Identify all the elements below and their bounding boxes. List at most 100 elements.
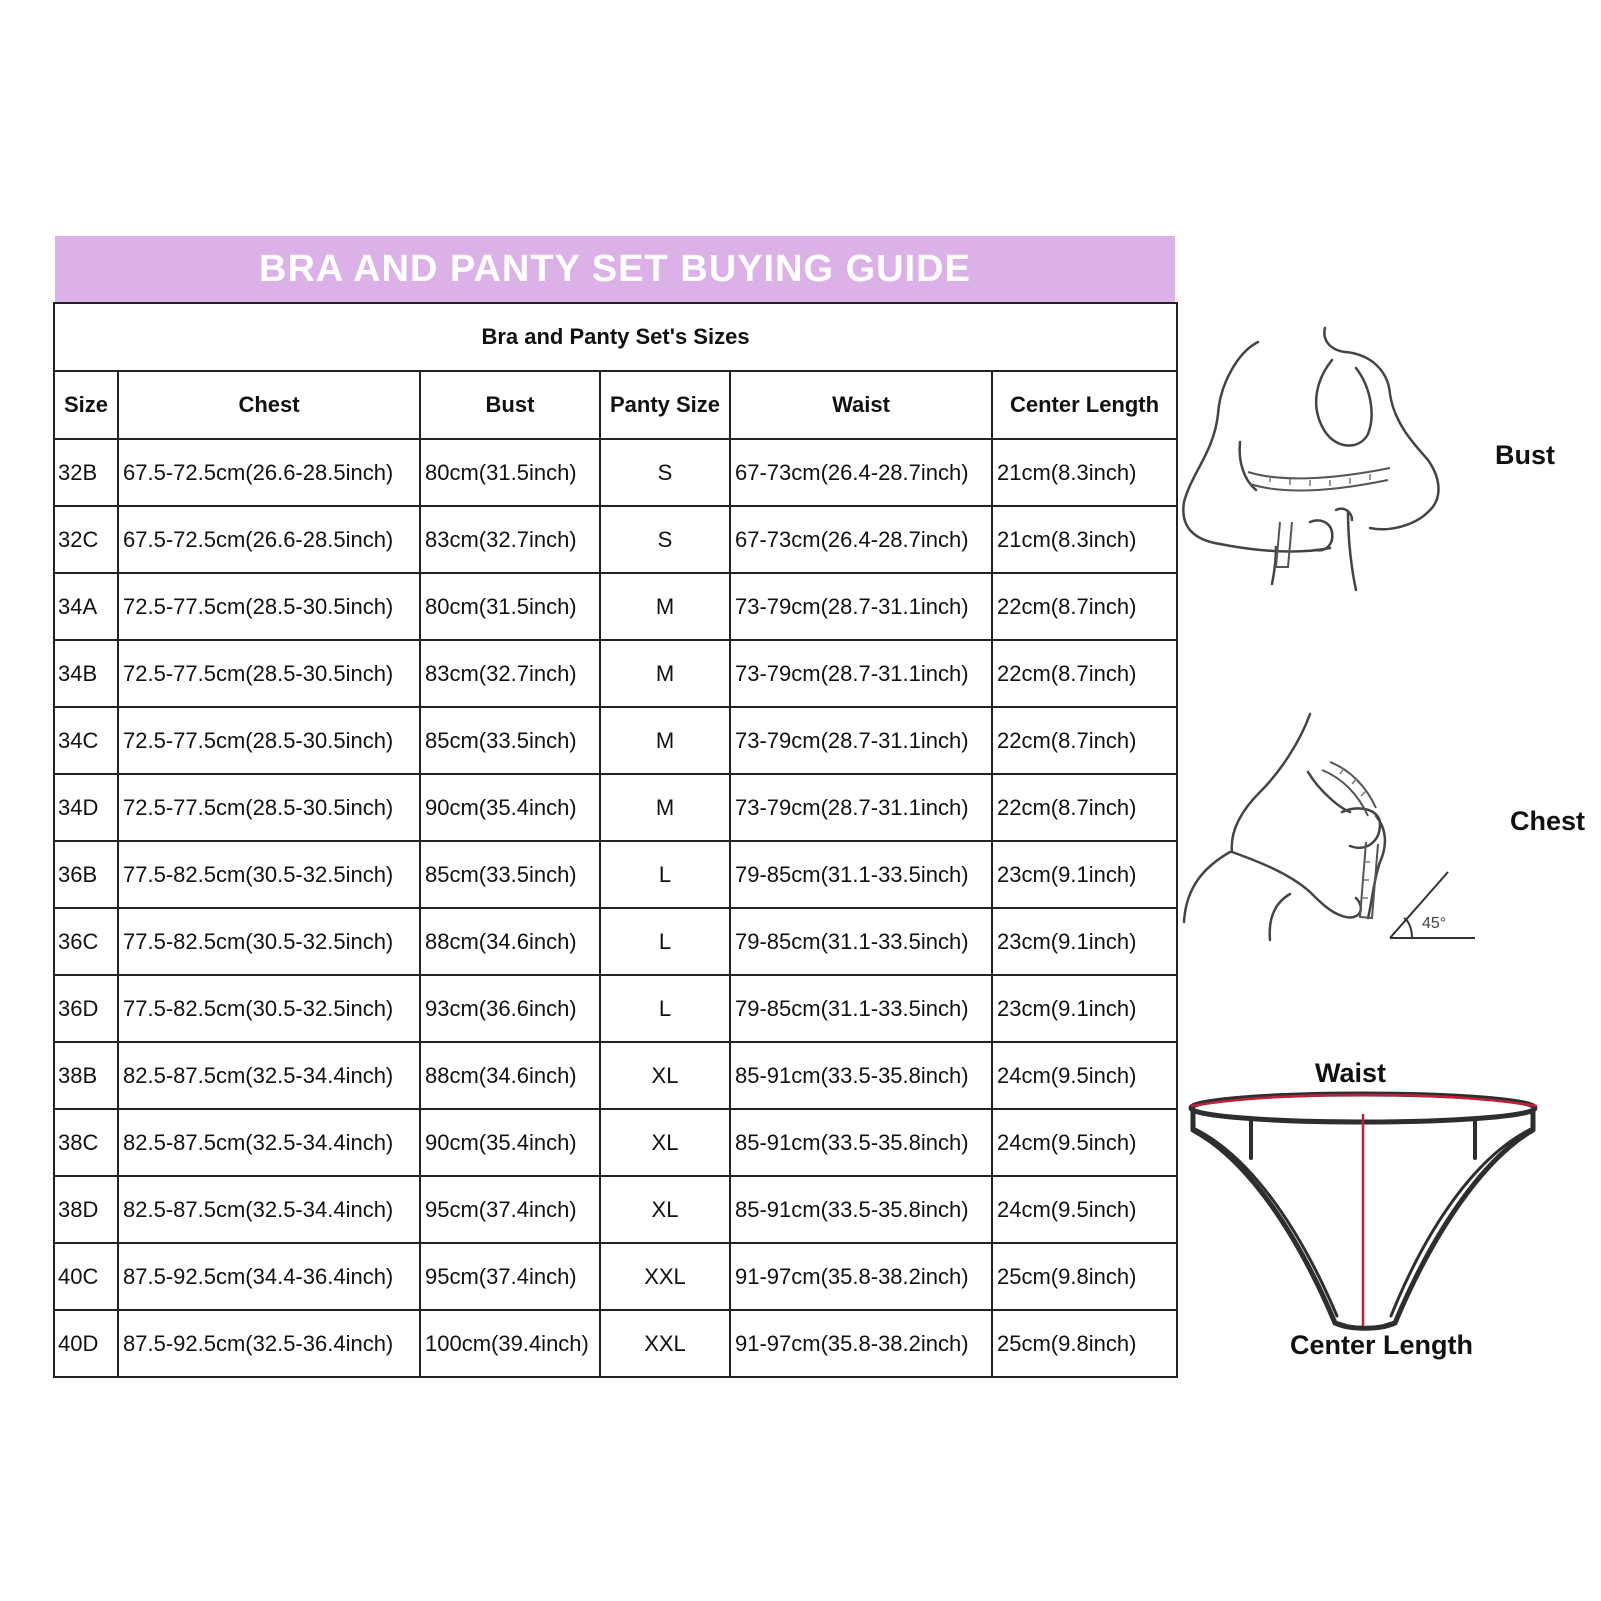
cell-bust: 85cm(33.5inch)	[419, 840, 601, 909]
cell-center-length: 25cm(9.8inch)	[990, 1242, 1179, 1311]
header-panty-size: Panty Size	[599, 370, 731, 440]
chest-measure-illustration: 45°	[1182, 712, 1475, 942]
cell-waist: 73-79cm(28.7-31.1inch)	[729, 572, 993, 641]
cell-center-length: 22cm(8.7inch)	[990, 706, 1179, 775]
cell-chest: 82.5-87.5cm(32.5-34.4inch)	[117, 1175, 421, 1244]
bust-measure-illustration	[1182, 326, 1440, 592]
cell-center-length: 24cm(9.5inch)	[990, 1175, 1179, 1244]
cell-bust: 80cm(31.5inch)	[419, 572, 601, 641]
cell-size: 32B	[53, 438, 119, 507]
cell-size: 40C	[53, 1242, 119, 1311]
cell-chest: 87.5-92.5cm(34.4-36.4inch)	[117, 1242, 421, 1311]
cell-chest: 67.5-72.5cm(26.6-28.5inch)	[117, 438, 421, 507]
cell-center-length: 22cm(8.7inch)	[990, 572, 1179, 641]
cell-center-length: 24cm(9.5inch)	[990, 1108, 1179, 1177]
cell-panty-size: L	[599, 840, 731, 909]
cell-panty-size: XL	[599, 1108, 731, 1177]
cell-panty-size: XL	[599, 1175, 731, 1244]
cell-size: 36C	[53, 907, 119, 976]
cell-bust: 88cm(34.6inch)	[419, 907, 601, 976]
cell-size: 38C	[53, 1108, 119, 1177]
cell-waist: 85-91cm(33.5-35.8inch)	[729, 1041, 993, 1110]
header-chest: Chest	[117, 370, 421, 440]
cell-waist: 79-85cm(31.1-33.5inch)	[729, 840, 993, 909]
cell-panty-size: S	[599, 438, 731, 507]
cell-bust: 83cm(32.7inch)	[419, 639, 601, 708]
header-size: Size	[53, 370, 119, 440]
cell-chest: 67.5-72.5cm(26.6-28.5inch)	[117, 505, 421, 574]
cell-waist: 85-91cm(33.5-35.8inch)	[729, 1108, 993, 1177]
cell-panty-size: XXL	[599, 1242, 731, 1311]
cell-chest: 72.5-77.5cm(28.5-30.5inch)	[117, 773, 421, 842]
cell-size: 34A	[53, 572, 119, 641]
cell-bust: 95cm(37.4inch)	[419, 1175, 601, 1244]
cell-panty-size: M	[599, 639, 731, 708]
cell-waist: 91-97cm(35.8-38.2inch)	[729, 1309, 993, 1378]
cell-panty-size: M	[599, 773, 731, 842]
cell-panty-size: L	[599, 907, 731, 976]
cell-bust: 80cm(31.5inch)	[419, 438, 601, 507]
cell-panty-size: XXL	[599, 1309, 731, 1378]
header-waist: Waist	[729, 370, 993, 440]
cell-bust: 88cm(34.6inch)	[419, 1041, 601, 1110]
cell-size: 32C	[53, 505, 119, 574]
cell-waist: 73-79cm(28.7-31.1inch)	[729, 706, 993, 775]
cell-size: 38D	[53, 1175, 119, 1244]
bust-label: Bust	[1495, 440, 1555, 470]
cell-center-length: 21cm(8.3inch)	[990, 505, 1179, 574]
cell-chest: 72.5-77.5cm(28.5-30.5inch)	[117, 639, 421, 708]
header-center-length: Center Length	[990, 370, 1179, 440]
cell-waist: 79-85cm(31.1-33.5inch)	[729, 974, 993, 1043]
angle-label: 45°	[1422, 915, 1446, 932]
cell-chest: 77.5-82.5cm(30.5-32.5inch)	[117, 907, 421, 976]
cell-chest: 82.5-87.5cm(32.5-34.4inch)	[117, 1041, 421, 1110]
cell-center-length: 25cm(9.8inch)	[990, 1309, 1179, 1378]
table-header-row: Size Chest Bust Panty Size Waist Center …	[53, 370, 1179, 440]
cell-panty-size: M	[599, 572, 731, 641]
cell-center-length: 23cm(9.1inch)	[990, 974, 1179, 1043]
cell-chest: 72.5-77.5cm(28.5-30.5inch)	[117, 572, 421, 641]
cell-waist: 67-73cm(26.4-28.7inch)	[729, 505, 993, 574]
cell-waist: 91-97cm(35.8-38.2inch)	[729, 1242, 993, 1311]
cell-bust: 100cm(39.4inch)	[419, 1309, 601, 1378]
cell-bust: 83cm(32.7inch)	[419, 505, 601, 574]
cell-size: 36D	[53, 974, 119, 1043]
size-table: Bra and Panty Set's Sizes Size Chest Bus…	[52, 302, 1179, 1378]
cell-waist: 79-85cm(31.1-33.5inch)	[729, 907, 993, 976]
cell-panty-size: S	[599, 505, 731, 574]
cell-waist: 67-73cm(26.4-28.7inch)	[729, 438, 993, 507]
guide-title-banner: BRA AND PANTY SET BUYING GUIDE	[55, 236, 1175, 302]
cell-bust: 85cm(33.5inch)	[419, 706, 601, 775]
panty-measure-illustration	[1188, 1091, 1538, 1331]
cell-bust: 90cm(35.4inch)	[419, 1108, 601, 1177]
cell-center-length: 23cm(9.1inch)	[990, 907, 1179, 976]
cell-panty-size: M	[599, 706, 731, 775]
cell-panty-size: XL	[599, 1041, 731, 1110]
center-length-label: Center Length	[1290, 1330, 1474, 1360]
cell-size: 40D	[53, 1309, 119, 1378]
table-caption: Bra and Panty Set's Sizes	[52, 302, 1179, 372]
cell-size: 34D	[53, 773, 119, 842]
cell-bust: 90cm(35.4inch)	[419, 773, 601, 842]
cell-bust: 95cm(37.4inch)	[419, 1242, 601, 1311]
cell-chest: 77.5-82.5cm(30.5-32.5inch)	[117, 974, 421, 1043]
cell-chest: 72.5-77.5cm(28.5-30.5inch)	[117, 706, 421, 775]
chest-label: Chest	[1510, 806, 1586, 836]
waist-label: Waist	[1315, 1058, 1387, 1088]
cell-center-length: 21cm(8.3inch)	[990, 438, 1179, 507]
